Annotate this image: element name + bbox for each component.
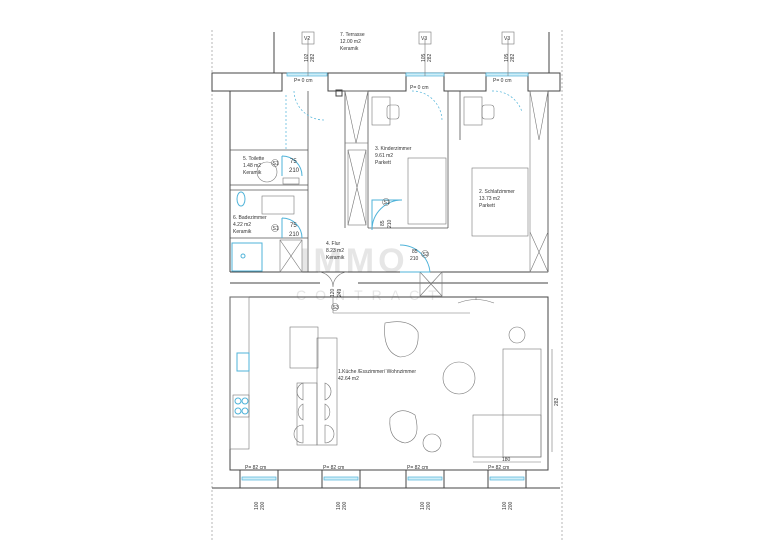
window-width: 100 <box>502 501 508 510</box>
svg-text:210: 210 <box>289 168 300 174</box>
svg-text:7. Terrasse: 7. Terrasse <box>340 32 365 38</box>
wardrobes <box>279 90 549 297</box>
svg-text:120: 120 <box>330 288 336 297</box>
svg-text:210: 210 <box>289 232 300 238</box>
bathroom-fixtures <box>231 161 300 272</box>
window-height: 282 <box>510 53 516 62</box>
room-label-terrace: 7. Terrasse 12.00 m2 Keramik <box>340 32 365 52</box>
doors <box>281 90 523 288</box>
svg-text:S1: S1 <box>384 200 390 206</box>
window-width: 102 <box>304 53 310 62</box>
room-label-badezimmer: 6. Badezimmer 4.22 m2 Keramik <box>233 215 267 235</box>
room-label-kinderzimmer: 3. Kinderzimmer 9.61 m2 Parkett <box>375 146 412 166</box>
svg-text:249: 249 <box>337 288 343 297</box>
svg-text:8.23 m2: 8.23 m2 <box>326 248 344 254</box>
bottom-windows <box>212 469 560 489</box>
svg-text:42.64 m2: 42.64 m2 <box>338 376 359 382</box>
svg-text:1.Küche /Esszimmer/ Wohnzimmer: 1.Küche /Esszimmer/ Wohnzimmer <box>338 369 416 375</box>
window-tag: V2 <box>304 36 310 42</box>
window-height: 200 <box>342 501 348 510</box>
room-label-toilette: 5. Toilette 1.48 m2 Keramik <box>243 156 265 176</box>
svg-text:Keramik: Keramik <box>340 46 359 52</box>
window-width: 100 <box>336 501 342 510</box>
window-height: 282 <box>427 53 433 62</box>
svg-text:4.22 m2: 4.22 m2 <box>233 222 251 228</box>
window-parapet: P= 82 cm <box>245 465 266 471</box>
window-width: 105 <box>421 53 427 62</box>
window-height: 200 <box>260 501 266 510</box>
room-label-flur: 4. Flur 8.23 m2 Keramik <box>326 241 345 261</box>
svg-text:85: 85 <box>412 249 418 255</box>
svg-text:3. Kinderzimmer: 3. Kinderzimmer <box>375 146 412 152</box>
window-parapet: P= 0 cm <box>493 78 511 84</box>
svg-text:Keramik: Keramik <box>243 170 262 176</box>
kitchen <box>229 296 338 450</box>
svg-text:75: 75 <box>290 159 297 165</box>
svg-text:S3: S3 <box>333 305 339 311</box>
svg-text:210: 210 <box>387 219 393 228</box>
room-label-kueche: 1.Küche /Esszimmer/ Wohnzimmer 42.64 m2 <box>338 369 416 382</box>
living-room-walls <box>229 296 549 471</box>
svg-text:Keramik: Keramik <box>233 229 252 235</box>
watermark-line2: CONTRACT <box>296 287 446 303</box>
svg-text:S1: S1 <box>273 161 279 167</box>
window-parapet: P= 82 cm <box>407 465 428 471</box>
window-parapet: P= 82 cm <box>488 465 509 471</box>
svg-text:5. Toilette: 5. Toilette <box>243 156 265 162</box>
window-tag: V3 <box>421 36 427 42</box>
svg-text:12.00 m2: 12.00 m2 <box>340 39 361 45</box>
svg-text:S2: S2 <box>423 252 429 258</box>
svg-text:1.48 m2: 1.48 m2 <box>243 163 261 169</box>
svg-text:6. Badezimmer: 6. Badezimmer <box>233 215 267 221</box>
window-parapet: P= 0 cm <box>410 85 428 91</box>
living-furniture <box>384 321 553 463</box>
svg-text:S1: S1 <box>273 226 279 232</box>
svg-text:210: 210 <box>410 256 419 262</box>
svg-text:13.73 m2: 13.73 m2 <box>479 196 500 202</box>
svg-text:75: 75 <box>290 223 297 229</box>
room-label-schlafzimmer: 2. Schlafzimmer 13.73 m2 Parkett <box>479 189 515 209</box>
window-height: 200 <box>426 501 432 510</box>
window-width: 105 <box>504 53 510 62</box>
svg-text:4. Flur: 4. Flur <box>326 241 341 247</box>
room-height-dimension: 282 <box>554 397 560 406</box>
sofa-dimension: 180 <box>502 457 511 463</box>
window-height: 200 <box>508 501 514 510</box>
watermark: IMMO CONTRACT <box>296 242 446 303</box>
window-height: 282 <box>310 53 316 62</box>
window-width: 100 <box>420 501 426 510</box>
window-tag: V3 <box>504 36 510 42</box>
window-width: 100 <box>254 501 260 510</box>
svg-text:2. Schlafzimmer: 2. Schlafzimmer <box>479 189 515 195</box>
stove-icon <box>232 394 250 418</box>
svg-text:9.61 m2: 9.61 m2 <box>375 153 393 159</box>
window-parapet: P= 0 cm <box>294 78 312 84</box>
top-windows <box>286 31 529 97</box>
svg-text:Parkett: Parkett <box>479 203 495 209</box>
furniture-bedrooms <box>371 96 529 237</box>
svg-text:85: 85 <box>380 220 386 226</box>
window-parapet: P= 82 cm <box>323 465 344 471</box>
svg-text:Keramik: Keramik <box>326 255 345 261</box>
dining-chairs <box>293 382 335 444</box>
sink-icon <box>236 352 250 372</box>
svg-text:Parkett: Parkett <box>375 160 391 166</box>
watermark-line1: IMMO <box>300 242 409 280</box>
toilet-icon <box>236 191 246 207</box>
